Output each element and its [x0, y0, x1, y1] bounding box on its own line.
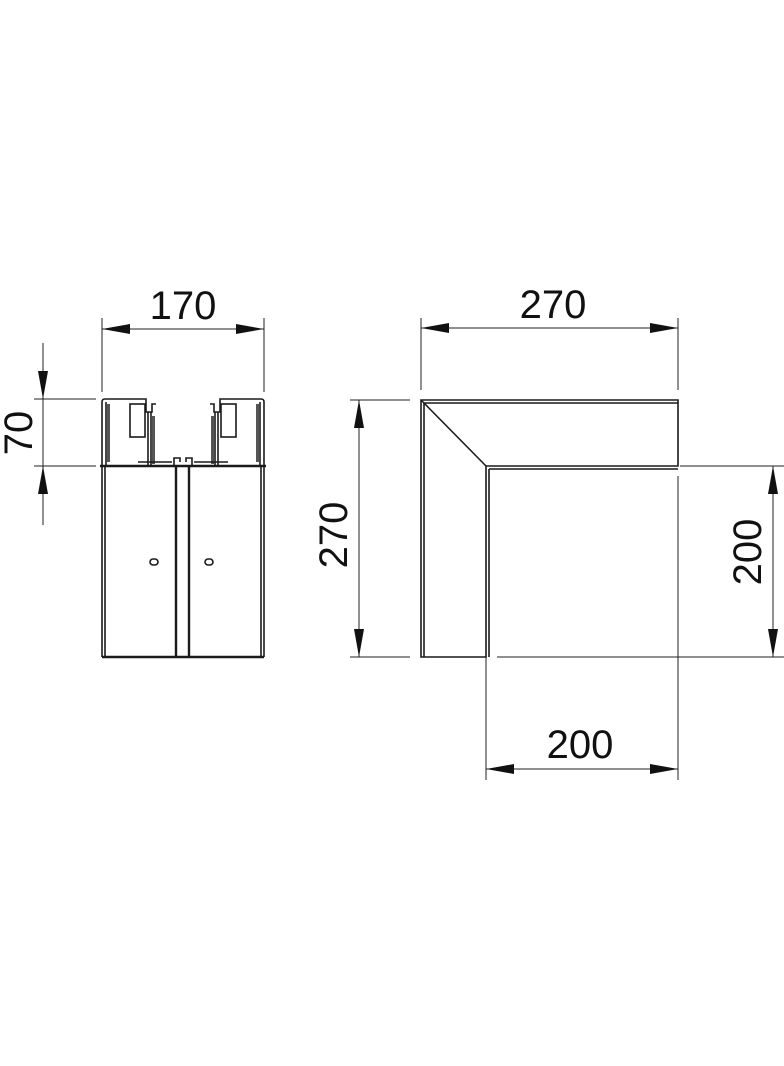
dimension-170: 170 [101, 284, 265, 392]
mounting-hole-left [149, 558, 159, 566]
channel-body [100, 464, 266, 659]
angle-view: 270 270 200 200 [312, 283, 784, 780]
front-view: 170 70 [0, 284, 266, 659]
mounting-hole-right [204, 558, 214, 566]
dimension-label-200-vertical: 200 [726, 519, 770, 586]
dimension-270-horizontal: 270 [420, 283, 679, 390]
dimension-label-200-horizontal: 200 [547, 723, 614, 767]
channel-profile [101, 398, 265, 466]
dimension-label-70: 70 [0, 411, 41, 456]
flat-angle-outline [420, 399, 679, 658]
dimension-label-170: 170 [150, 284, 217, 328]
dimension-label-270-vertical: 270 [312, 502, 356, 569]
dimension-270-vertical: 270 [312, 399, 410, 658]
dimension-70: 70 [0, 343, 96, 525]
dimension-200-horizontal: 200 [485, 476, 679, 780]
dimension-200-vertical: 200 [497, 465, 784, 658]
dimension-label-270-horizontal: 270 [520, 283, 587, 327]
